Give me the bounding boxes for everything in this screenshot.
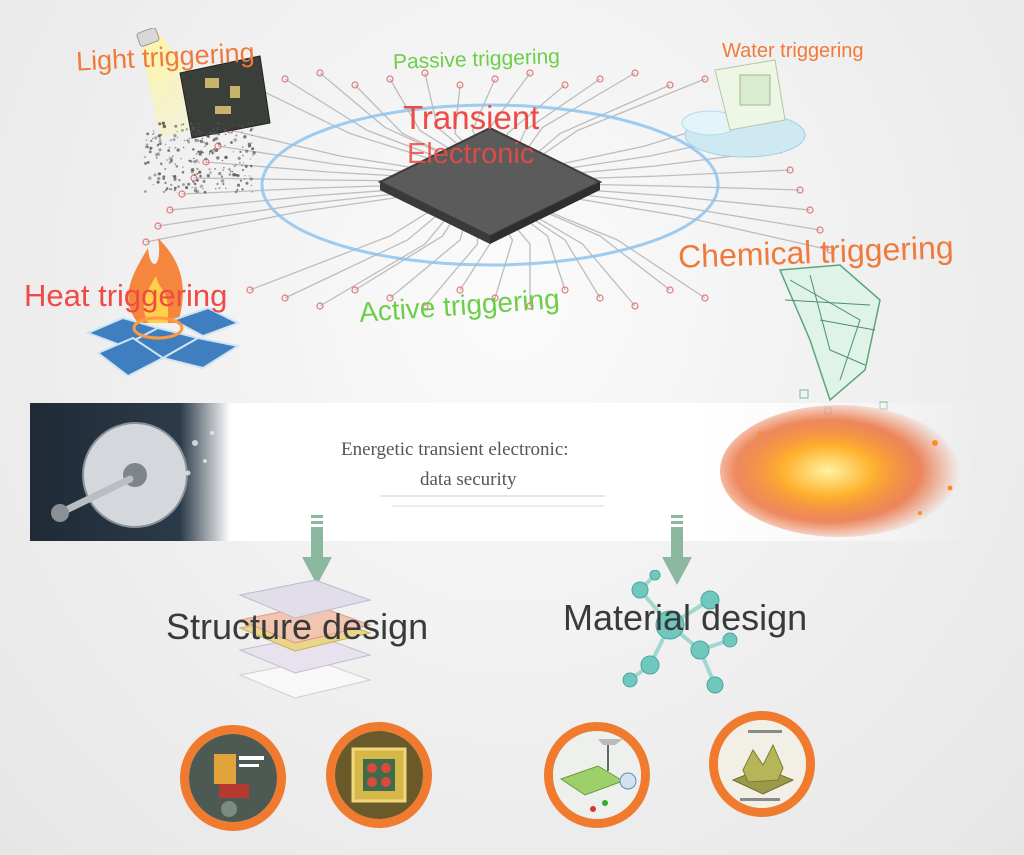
orbit-ellipse bbox=[260, 103, 720, 267]
material-thumbnail-1 bbox=[544, 722, 650, 828]
light-triggering-image bbox=[136, 28, 271, 194]
band-text-line2: data security bbox=[420, 469, 517, 490]
molecule-image bbox=[622, 570, 738, 694]
heat-triggering-label: Heat triggering bbox=[24, 278, 228, 313]
center-title-line2: Electronic bbox=[407, 138, 535, 170]
center-title-line1: Transient bbox=[403, 99, 540, 136]
arrow-down-icon bbox=[302, 515, 332, 585]
circuit-board bbox=[142, 69, 834, 310]
microchip bbox=[377, 126, 603, 244]
chemical-triggering-image bbox=[778, 264, 888, 415]
structure-thumbnail-2 bbox=[326, 722, 432, 828]
heat-triggering-image bbox=[85, 238, 241, 378]
structure-design-label: Structure design bbox=[166, 606, 429, 647]
arrow-down-icon-2 bbox=[662, 515, 692, 585]
material-design-label: Material design bbox=[563, 597, 808, 638]
band-divider bbox=[380, 495, 605, 497]
water-triggering-label: Water triggering bbox=[722, 40, 864, 62]
data-security-band: Energetic transient electronic: data sec… bbox=[30, 403, 980, 541]
water-triggering-image bbox=[681, 59, 806, 158]
structure-thumbnail-1 bbox=[180, 725, 286, 831]
hard-drive-image bbox=[30, 403, 230, 541]
explosion-image bbox=[720, 405, 960, 537]
layer-stack-image bbox=[238, 580, 372, 699]
material-thumbnail-2 bbox=[709, 711, 815, 817]
band-divider-2 bbox=[392, 505, 604, 507]
band-text-line1: Energetic transient electronic: bbox=[341, 439, 569, 460]
